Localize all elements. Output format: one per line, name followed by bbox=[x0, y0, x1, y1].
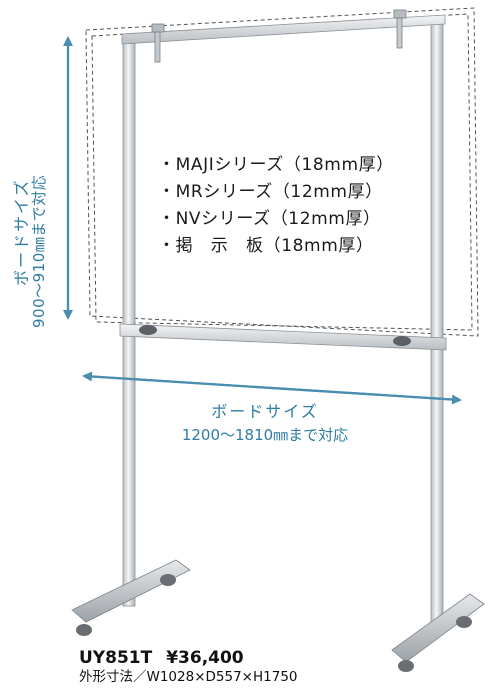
list-item: ・MRシリーズ（12mm厚） bbox=[158, 182, 383, 202]
horizontal-size-range: 1200〜1810㎜まで対応 bbox=[181, 426, 349, 444]
list-item: ・MAJIシリーズ（18mm厚） bbox=[158, 155, 394, 175]
top-clamps bbox=[151, 9, 407, 63]
list-item: ・掲 示 板（18mm厚） bbox=[158, 236, 374, 256]
product-price: ¥36,400 bbox=[166, 648, 244, 668]
board-outline-dashed bbox=[85, 7, 479, 337]
vertical-size-range: 900〜910㎜まで対応 bbox=[30, 174, 48, 328]
horizontal-size-title: ボードサイズ bbox=[211, 402, 319, 421]
product-model: UY851T bbox=[79, 648, 153, 668]
stand-poles bbox=[122, 19, 444, 631]
product-title: UY851T ¥36,400 bbox=[79, 648, 298, 668]
product-info: UY851T ¥36,400 外形寸法／W1028×D557×H1750 bbox=[79, 648, 298, 687]
bottom-bar bbox=[119, 323, 447, 351]
list-item: ・NVシリーズ（12mm厚） bbox=[158, 209, 381, 229]
dimension-arrows bbox=[63, 36, 462, 405]
stand-feet bbox=[71, 559, 485, 672]
vertical-size-label: ボードサイズ 900〜910㎜まで対応 bbox=[6, 38, 68, 328]
compatible-board-list: ・MAJIシリーズ（18mm厚） ・MRシリーズ（12mm厚） ・NVシリーズ（… bbox=[158, 152, 394, 260]
product-dimensions: 外形寸法／W1028×D557×H1750 bbox=[79, 669, 298, 685]
horizontal-size-label: ボードサイズ 1200〜1810㎜まで対応 bbox=[130, 398, 400, 445]
top-bar bbox=[121, 14, 446, 45]
